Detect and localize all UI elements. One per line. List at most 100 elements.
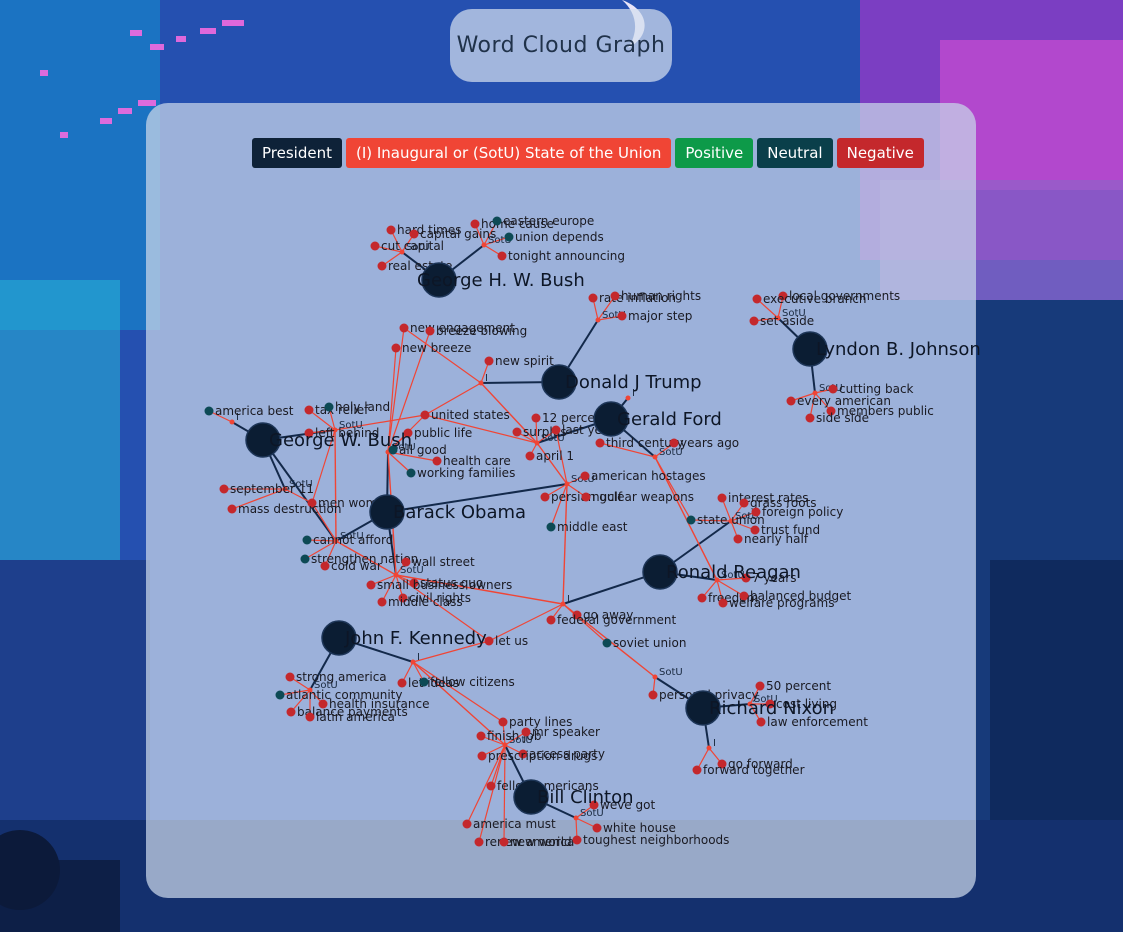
word-node-surplus[interactable] (512, 427, 522, 437)
speech-node[interactable] (399, 249, 405, 255)
word-node-atlantic-community[interactable] (275, 690, 285, 700)
word-node-balanced-budget[interactable] (739, 591, 749, 601)
speech-node[interactable] (625, 395, 631, 401)
word-node-interest-rates[interactable] (717, 493, 727, 503)
word-node-american-hostages[interactable] (580, 471, 590, 481)
word-node-left-behind[interactable] (304, 428, 314, 438)
speech-node[interactable] (332, 427, 338, 433)
word-node-access-party[interactable] (518, 749, 528, 759)
word-node-eastern-europe[interactable] (492, 216, 502, 226)
speech-node[interactable] (595, 317, 601, 323)
word-node-new-engagement[interactable] (399, 323, 409, 333)
speech-node[interactable] (652, 674, 658, 680)
word-node-third-century[interactable] (595, 438, 605, 448)
word-node-toughest-neighborhoods[interactable] (572, 835, 582, 845)
speech-node[interactable] (714, 577, 720, 583)
word-node-cold-war[interactable] (320, 561, 330, 571)
speech-node[interactable] (706, 745, 712, 751)
word-node-human-rights[interactable] (610, 291, 620, 301)
legend-positive[interactable]: Positive (675, 138, 754, 168)
word-node-persian-gulf[interactable] (540, 492, 550, 502)
word-node-union-depends[interactable] (504, 232, 514, 242)
word-node-small-business-owners[interactable] (366, 580, 376, 590)
speech-node[interactable] (333, 538, 339, 544)
word-node-50-percent[interactable] (755, 681, 765, 691)
president-node-clinton[interactable] (513, 779, 549, 815)
speech-node[interactable] (560, 601, 566, 607)
word-node-local-governments[interactable] (778, 291, 788, 301)
speech-node[interactable] (410, 659, 416, 665)
word-node-capital-gains[interactable] (409, 229, 419, 239)
word-node-cannot-afford[interactable] (302, 535, 312, 545)
word-node-nuclear-weapons[interactable] (581, 492, 591, 502)
word-node-all-good[interactable] (388, 445, 398, 455)
word-node-prescription-drugs[interactable] (477, 751, 487, 761)
word-node-america-must[interactable] (462, 819, 472, 829)
president-node-ford[interactable] (593, 401, 629, 437)
word-node-hard-times[interactable] (386, 225, 396, 235)
word-node-new-spirit[interactable] (484, 356, 494, 366)
word-node-members-public[interactable] (826, 406, 836, 416)
word-node-cost-living[interactable] (765, 699, 775, 709)
word-node-new-world[interactable] (499, 837, 509, 847)
word-node-strong-america[interactable] (285, 672, 295, 682)
word-node-mr-speaker[interactable] (521, 727, 531, 737)
speech-node[interactable] (812, 390, 818, 396)
president-node-obama[interactable] (369, 494, 405, 530)
word-node-mass-destruction[interactable] (227, 504, 237, 514)
speech-node[interactable] (393, 572, 399, 578)
word-node-law-enforcement[interactable] (756, 717, 766, 727)
word-node-public-life[interactable] (403, 428, 413, 438)
word-node-years-ago[interactable] (669, 438, 679, 448)
word-node-working-families[interactable] (406, 468, 416, 478)
word-node-cut-capital[interactable] (370, 241, 380, 251)
speech-node[interactable] (564, 481, 570, 487)
word-node-finish-job[interactable] (476, 731, 486, 741)
word-node-let-ideas[interactable] (397, 678, 407, 688)
speech-node[interactable] (502, 742, 508, 748)
word-node-federal-government[interactable] (546, 615, 556, 625)
word-node-united-states[interactable] (420, 410, 430, 420)
word-node-major-step[interactable] (617, 311, 627, 321)
speech-node[interactable] (478, 380, 484, 386)
speech-node[interactable] (728, 518, 734, 524)
word-node-foreign-policy[interactable] (751, 507, 761, 517)
word-node-cutting-back[interactable] (828, 384, 838, 394)
word-node-party-lines[interactable] (498, 717, 508, 727)
word-node-weve-got[interactable] (589, 800, 599, 810)
word-node-health-care[interactable] (432, 456, 442, 466)
president-node-ghwb[interactable] (421, 262, 457, 298)
word-node-soviet-union[interactable] (602, 638, 612, 648)
word-node-strengthen-nation[interactable] (300, 554, 310, 564)
word-node-12-percent[interactable] (531, 413, 541, 423)
word-node-nearly-half[interactable] (733, 534, 743, 544)
legend-neutral[interactable]: Neutral (757, 138, 833, 168)
word-node-grass-roots[interactable] (739, 498, 749, 508)
word-node-latin-america[interactable] (305, 712, 315, 722)
word-node-state-union[interactable] (686, 515, 696, 525)
word-node-tonight-announcing[interactable] (497, 251, 507, 261)
word-node-set-aside[interactable] (749, 316, 759, 326)
word-node-executive-branch[interactable] (752, 294, 762, 304)
word-node-7-years[interactable] (741, 573, 751, 583)
word-node-personal-privacy[interactable] (648, 690, 658, 700)
word-node-america-best[interactable] (204, 406, 214, 416)
word-node-middle-east[interactable] (546, 522, 556, 532)
legend-negative[interactable]: Negative (836, 138, 924, 168)
word-node-go-away[interactable] (572, 610, 582, 620)
word-node-side-side[interactable] (805, 413, 815, 423)
speech-node[interactable] (534, 440, 540, 446)
president-node-nixon[interactable] (685, 690, 721, 726)
word-node-welfare-programs[interactable] (718, 598, 728, 608)
word-node-breeze-blowing[interactable] (425, 326, 435, 336)
speech-node[interactable] (652, 454, 658, 460)
speech-node[interactable] (775, 315, 781, 321)
legend-president[interactable]: President (252, 138, 342, 168)
president-node-trump[interactable] (541, 364, 577, 400)
word-node-tax-relief[interactable] (304, 405, 314, 415)
speech-node[interactable] (747, 701, 753, 707)
word-node-health-insurance[interactable] (318, 699, 328, 709)
speech-node[interactable] (307, 687, 313, 693)
word-node-real-estate[interactable] (377, 261, 387, 271)
word-node-wall-street[interactable] (401, 557, 411, 567)
